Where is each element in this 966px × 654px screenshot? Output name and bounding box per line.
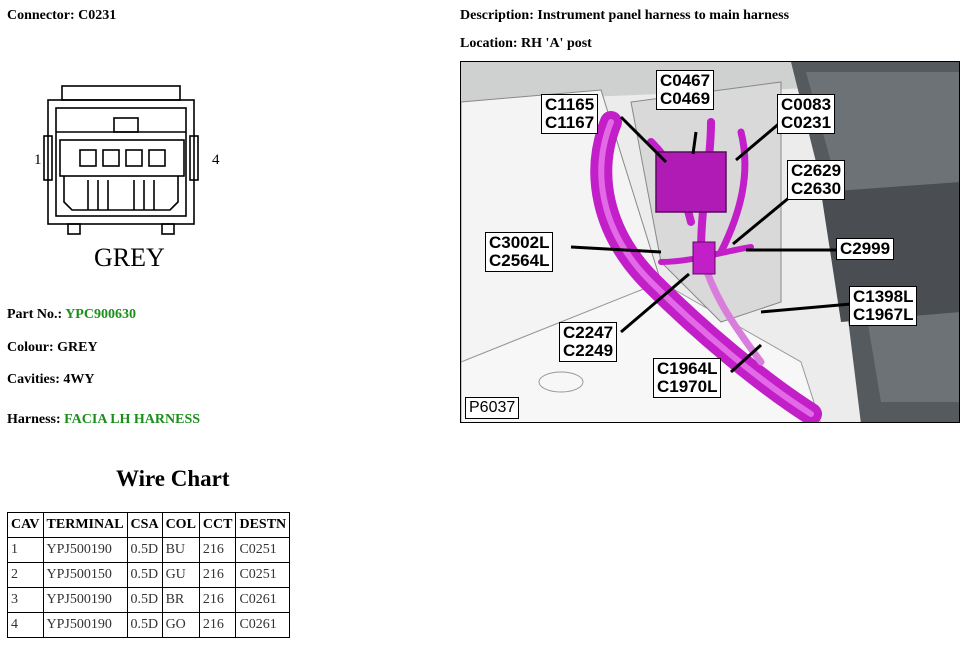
callout-c0467: C0467 C0469 [656,70,715,110]
connector-latch [113,117,139,133]
wire-chart-cell-destn: C0261 [235,612,291,638]
location-label: Location: RH 'A' post [460,36,592,51]
callout-c1398: C1398L C1967L [849,286,918,326]
wire-chart-col-col: COL [161,512,200,538]
wire-chart-cell-csa: 0.5D [126,562,163,588]
floor-panel [461,281,821,422]
connector-face-svg: 1 4 GREY [34,85,220,272]
connector-side-tab-left [43,135,53,181]
wire-chart-title: Wire Chart [116,466,230,491]
connector-face-diagram: 1 4 GREY [28,84,228,279]
photo-id-label: P6037 [465,397,520,419]
harness-value[interactable]: FACIA LH HARNESS [64,412,201,427]
cavity-2 [102,149,120,167]
location-photo: C1165 C1167 C0467 C0469 C0083 C0231 C262… [460,61,960,423]
inline-connector [692,241,716,275]
connector-block [655,151,727,213]
wire-chart-cell-cct: 216 [198,537,237,563]
connector-shell [47,99,195,225]
colour-label: Colour: GREY [7,340,98,355]
wire-chart-cell-cav: 1 [7,537,44,563]
callout-c3002: C3002L C2564L [485,232,554,272]
wire-chart-cell-col: GU [161,562,200,588]
connector-top-lip [61,85,181,101]
connector-colour-text: GREY [94,243,165,272]
part-number-value[interactable]: YPC900630 [65,307,136,322]
wire-chart-cell-csa: 0.5D [126,612,163,638]
wire-chart-col-destn: DESTN [235,512,291,538]
connector-label: Connector: C0231 [7,8,117,23]
wire-chart-cell-csa: 0.5D [126,587,163,613]
part-number: Part No.: YPC900630 [7,307,136,323]
pin-4-label: 4 [212,152,220,168]
wire-chart-cell-terminal: YPJ500150 [42,562,128,588]
wire-chart-cell-cav: 2 [7,562,44,588]
harness-label: Harness: [7,412,65,427]
description-label: Description: Instrument panel harness to… [460,8,790,23]
wire-chart-cell-destn: C0251 [235,537,291,563]
leader-arrows [570,115,852,374]
wire-chart-cell-terminal: YPJ500190 [42,537,128,563]
callout-c0083: C0083 C0231 [777,94,836,134]
pin-1-label: 1 [34,152,42,168]
wire-chart-cell-terminal: YPJ500190 [42,587,128,613]
callout-c1165: C1165 C1167 [541,94,599,134]
wire-chart-col-cct: CCT [198,512,237,538]
wire-chart-cell-destn: C0261 [235,587,291,613]
connector-side-tab-right [189,135,199,181]
wire-chart-cell-cct: 216 [198,562,237,588]
wire-chart-cell-csa: 0.5D [126,537,163,563]
connector-foot-right [161,223,175,235]
wire-chart-cell-cct: 216 [198,612,237,638]
wire-chart-col-terminal: TERMINAL [42,512,128,538]
wire-chart-col-cav: CAV [7,512,44,538]
cavity-1 [79,149,97,167]
wire-chart-cell-cav: 4 [7,612,44,638]
connector-foot-left [67,223,81,235]
cavity-3 [125,149,143,167]
connector-inner-wall [55,107,187,217]
wire-chart-col-csa: CSA [126,512,163,538]
callout-c1964: C1964L C1970L [653,358,722,398]
harness: Harness: FACIA LH HARNESS [7,412,200,428]
wire-chart-cell-col: GO [161,612,200,638]
callout-c2999: C2999 [836,238,895,260]
wire-chart-cell-terminal: YPJ500190 [42,612,128,638]
callout-c2629: C2629 C2630 [787,160,846,200]
part-number-label: Part No.: [7,307,66,322]
floor-hole [538,371,584,393]
wire-chart-cell-col: BR [161,587,200,613]
callout-c2247: C2247 C2249 [559,322,618,362]
cavities-label: Cavities: 4WY [7,372,95,387]
wire-chart-cell-cav: 3 [7,587,44,613]
wire-chart-cell-cct: 216 [198,587,237,613]
cavity-4 [148,149,166,167]
wire-chart-cell-destn: C0251 [235,562,291,588]
wire-chart-cell-col: BU [161,537,200,563]
